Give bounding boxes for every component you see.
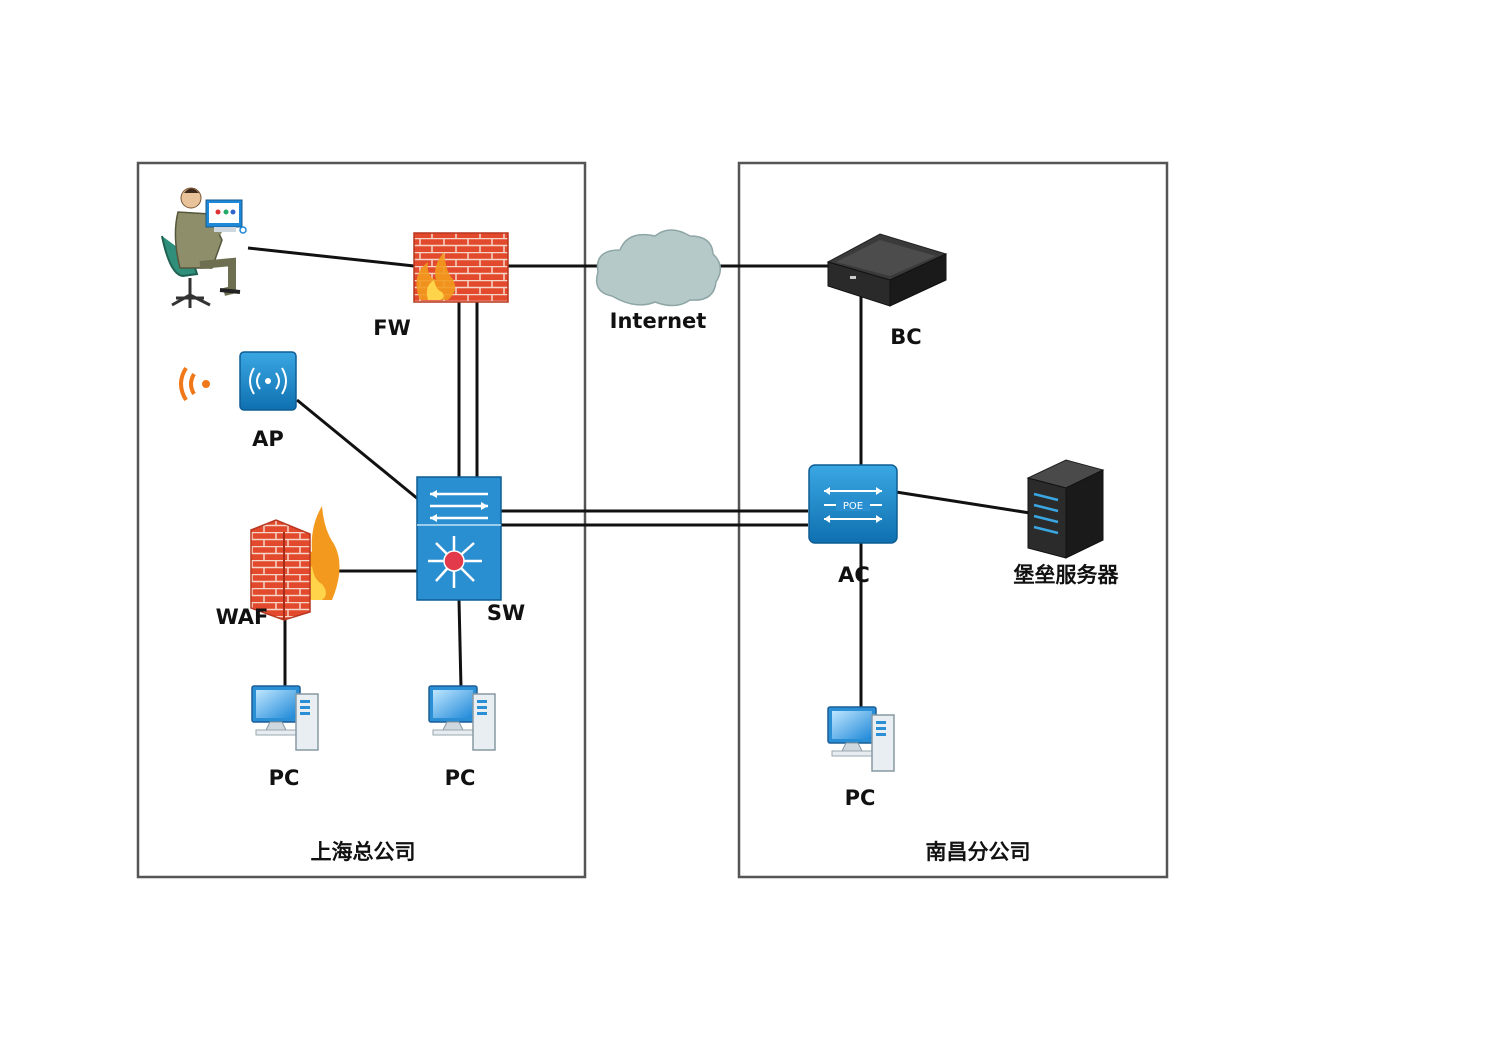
region-nanchang-branch — [737, 161, 1169, 879]
region-nanchang-label: 南昌分公司 — [926, 840, 1031, 864]
desktop-computer-icon — [827, 706, 895, 772]
user-at-workstation-icon — [161, 187, 247, 308]
layer3-switch-icon — [416, 476, 502, 601]
pc3-label: PC — [845, 786, 876, 810]
pc1-label: PC — [269, 766, 300, 790]
desktop-computer-icon — [251, 685, 319, 751]
poe-switch-icon: POE — [808, 464, 898, 544]
wireless-signal-icon — [179, 366, 210, 402]
ac-label: AC — [838, 563, 870, 587]
cloud-icon — [595, 229, 722, 307]
internet-label: Internet — [610, 309, 707, 333]
tower-server-icon — [1026, 459, 1105, 559]
desktop-computer-icon — [428, 685, 496, 751]
firewall-flame-icon — [250, 506, 340, 621]
appliance-icon — [826, 233, 948, 307]
ap-label: AP — [252, 427, 284, 451]
pc2-label: PC — [445, 766, 476, 790]
firewall-icon — [413, 232, 509, 303]
fw-label: FW — [373, 316, 411, 340]
wireless-access-point-icon — [239, 351, 297, 411]
bc-label: BC — [890, 325, 921, 349]
waf-label: WAF — [216, 605, 269, 629]
region-shanghai-hq — [136, 161, 587, 879]
link-ap-sw — [296, 398, 419, 501]
sw-label: SW — [487, 601, 525, 625]
link-sw-pc2 — [457, 599, 463, 689]
link-user-fw — [247, 246, 415, 268]
bastion-label: 堡垒服务器 — [1014, 563, 1120, 587]
link-ac-bastion — [895, 490, 1031, 515]
poe-text: POE — [843, 501, 863, 512]
links — [247, 246, 1031, 709]
region-shanghai-label: 上海总公司 — [311, 840, 416, 864]
